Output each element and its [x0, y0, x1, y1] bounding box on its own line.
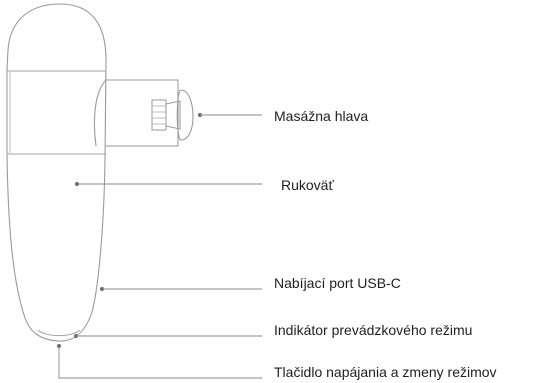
label-usb-c-port: Nabíjací port USB-C: [274, 275, 401, 291]
label-handle: Rukoväť: [281, 177, 334, 193]
callout-head-leader: [198, 113, 262, 117]
bottom-cap-outline: [37, 329, 81, 337]
label-mode-indicator: Indikátor prevádzkového režimu: [274, 322, 473, 338]
massage-head-disc: [176, 89, 194, 141]
massage-head-stem: [165, 100, 181, 130]
label-power-mode-button: Tlačidlo napájania a zmeny režimov: [274, 364, 497, 380]
callout-port-leader: [100, 287, 262, 291]
callout-handle-leader: [75, 182, 262, 186]
piston-connector: [151, 99, 167, 131]
callout-indicator-leader: [74, 334, 262, 338]
motor-housing-outline: [93, 79, 179, 147]
callout-button-leader: [57, 344, 262, 379]
device-body-outline: [6, 3, 107, 342]
label-massage-head: Masážna hlava: [274, 108, 369, 124]
